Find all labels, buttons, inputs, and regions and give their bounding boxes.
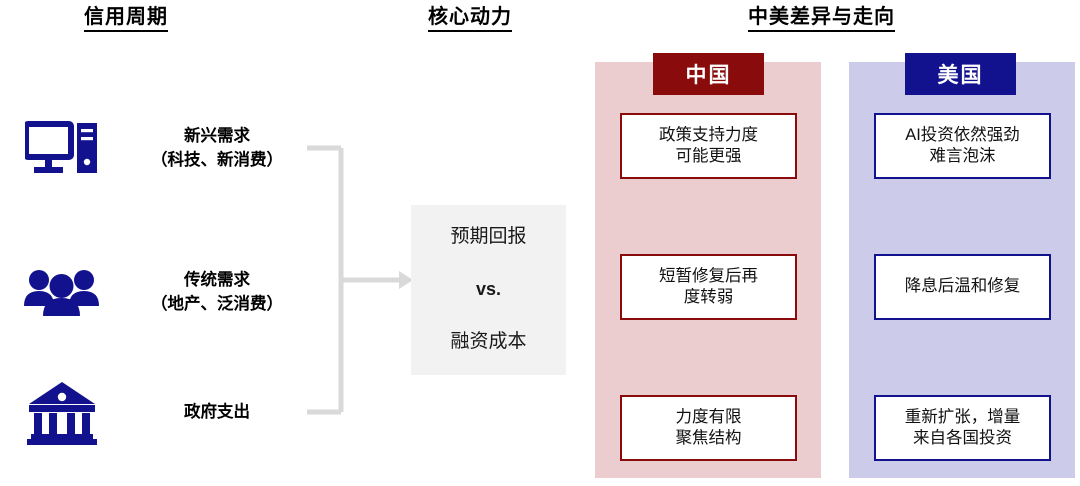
driver-row-emerging-demand: 新兴需求 （科技、新消费） <box>10 104 320 194</box>
page-title-core-driver: 核心动力 <box>428 6 512 32</box>
us-item-1: 降息后温和修复 <box>874 254 1051 320</box>
core-driver-box: 预期回报 vs. 融资成本 <box>411 205 566 375</box>
core-line-expected-return: 预期回报 <box>450 226 527 248</box>
driver-label-emerging-demand: 新兴需求 （科技、新消费） <box>114 125 320 173</box>
us-item-2: 重新扩张，增量来自各国投资 <box>874 395 1051 461</box>
core-line-vs: vs. <box>475 279 502 300</box>
china-item-0: 政策支持力度可能更强 <box>620 113 797 179</box>
driver-subtitle: （科技、新消费） <box>151 151 283 169</box>
china-item-1: 短暂修复后再度转弱 <box>620 254 797 320</box>
driver-title: 政府支出 <box>184 403 250 422</box>
page-title-china-us-divergence: 中美差异与走向 <box>748 6 895 32</box>
driver-label-traditional-demand: 传统需求 （地产、泛消费） <box>114 269 320 317</box>
country-tab-us[interactable]: 美国 <box>905 53 1016 95</box>
core-line-financing-cost: 融资成本 <box>450 331 527 353</box>
driver-row-traditional-demand: 传统需求 （地产、泛消费） <box>10 248 320 338</box>
desktop-computer-icon <box>10 121 114 177</box>
country-tab-china[interactable]: 中国 <box>653 53 764 95</box>
driver-row-government-spending: 政府支出 <box>10 368 320 458</box>
people-group-icon <box>10 268 114 318</box>
china-item-2: 力度有限聚焦结构 <box>620 395 797 461</box>
driver-title: 新兴需求 <box>184 127 250 146</box>
driver-label-government-spending: 政府支出 <box>114 401 320 425</box>
us-item-0: AI投资依然强劲难言泡沫 <box>874 113 1051 179</box>
government-bank-icon <box>10 380 114 446</box>
driver-subtitle: （地产、泛消费） <box>151 295 283 313</box>
bracket-arrow-connector <box>305 144 415 416</box>
page-title-credit-cycle: 信用周期 <box>84 6 168 32</box>
driver-title: 传统需求 <box>184 271 250 290</box>
